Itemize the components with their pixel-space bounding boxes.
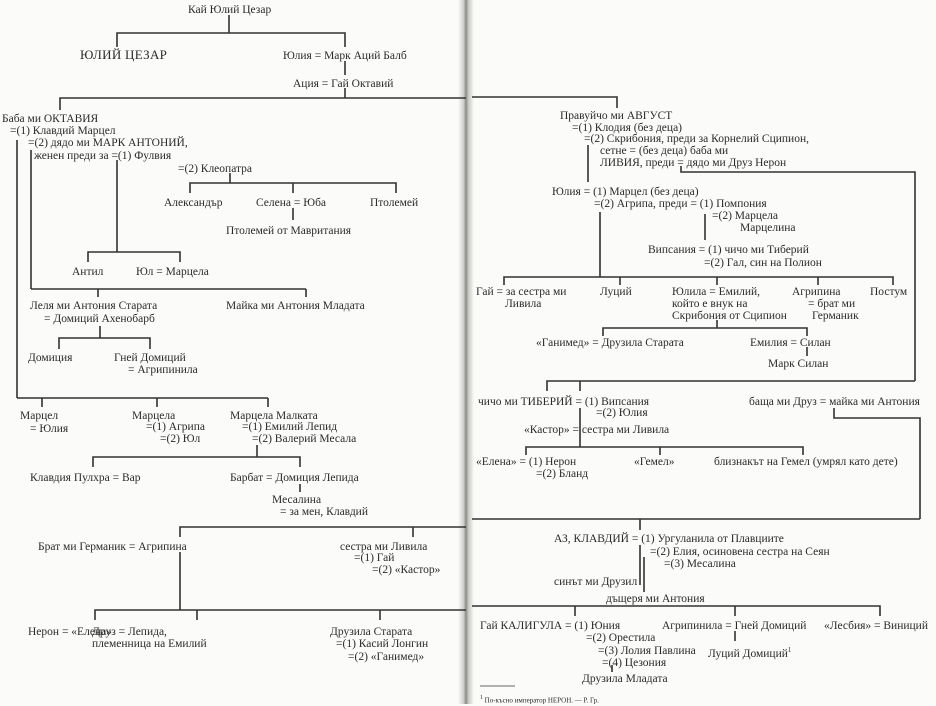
- node-livia-note: сетне = (без деца) баба ми: [600, 145, 729, 157]
- node-lucius: Луций: [600, 286, 632, 298]
- node-helen-nero: «Елена» = (1) Нерон: [476, 456, 577, 468]
- node-messalina-claudius: = за мен, Клавдий: [280, 506, 368, 518]
- node-claudia-pulchra: Клавдия Пулхра = Вар: [30, 472, 141, 484]
- node-valerius-messala: =(2) Валерий Месала: [252, 433, 357, 445]
- node-gemellus-twin: близнакът на Гемел (умрял като дете): [714, 456, 898, 468]
- node-helen-blandus: =(2) Бланд: [536, 468, 589, 480]
- node-ahenobarbus: = Домиций Ахенобарб: [44, 313, 155, 325]
- node-drusus-antonia: баща ми Друз = майка ми Антония: [749, 396, 920, 408]
- node-claudia-antonia: дъщеря ми Антония: [606, 593, 705, 605]
- node-aelia: =(2) Елия, осиновена сестра на Сеян: [650, 546, 830, 558]
- node-drusilla-ganymede: =(2) «Ганимед»: [348, 651, 425, 663]
- footnote-mark: 1: [480, 695, 483, 701]
- node-gaius-caesar: Гай = за сестра ми: [476, 286, 567, 298]
- node-marcella-minor: Марцела Малката: [230, 410, 318, 422]
- node-julilla-note-2: Скрибония от Сципион: [672, 310, 787, 322]
- node-claudius: АЗ, КЛАВДИЙ = (1) Ургуланила от Плавциит…: [554, 533, 784, 545]
- node-claudius-messalina: =(3) Месалина: [664, 558, 736, 570]
- node-germanicus: Брат ми Германик = Агрипина: [38, 541, 187, 553]
- node-agrippina-germanicus: Германик: [812, 310, 859, 322]
- book-gutter: [458, 0, 474, 704]
- node-vipsania: Випсания = (1) чичо ми Тиберий: [648, 244, 809, 256]
- node-livilla: сестра ми Ливила: [340, 541, 428, 553]
- node-livia: ЛИВИЯ, преди = дядо ми Друз Нерон: [600, 157, 787, 169]
- node-ptolemy: Птолемей: [370, 197, 419, 209]
- node-gemellus: «Гемел»: [634, 456, 675, 468]
- node-gnaeus-domitius: Гней Домиций: [114, 352, 186, 364]
- node-livilla-gaius: =(1) Гай: [354, 552, 395, 564]
- node-drusilla-elder: Друзила Старата: [330, 626, 413, 638]
- node-clodia: =(1) Клодия (без деца): [572, 122, 683, 134]
- node-barbatus: Барбат = Домиция Лепида: [230, 472, 359, 484]
- node-gallus: =(2) Гал, син на Полион: [704, 257, 822, 269]
- node-cleopatra: =(2) Клеопатра: [178, 163, 253, 175]
- node-aemilius-lepidus: =(1) Емилий Лепид: [242, 421, 338, 433]
- node-antyllus: Антил: [72, 266, 104, 278]
- node-alexander: Александър: [164, 197, 223, 209]
- lucius-domitius-label: Луций Домиций: [708, 647, 788, 660]
- node-antonia-minor: Майка ми Антония Младата: [226, 300, 365, 312]
- node-drusillus: синът ми Друзил: [554, 576, 638, 588]
- node-tiberius-julia: =(2) Юлия: [596, 407, 648, 419]
- node-lesbia-vinicius: «Лесбия» = Виниций: [824, 620, 928, 632]
- node-agrippa: =(2) Агрипа, преди = (1) Помпония: [594, 198, 767, 210]
- node-lollia-paulina: =(3) Лолия Павлина: [598, 645, 696, 657]
- node-atia-octavius: Ация = Гай Октавий: [293, 78, 394, 90]
- node-marcella: Марцела: [132, 410, 176, 422]
- node-marcus-silanus: Марк Силан: [768, 358, 829, 370]
- node-marcella-agrippa: =(1) Агрипа: [146, 421, 205, 433]
- node-agrippina: Агрипина: [792, 286, 841, 298]
- node-aemilia-silanus: Емилия = Силан: [750, 337, 831, 349]
- node-agrippina-spouse: = брат ми: [808, 298, 856, 310]
- node-tiberius: чичо ми ТИБЕРИЙ = (1) Випсания: [478, 396, 650, 408]
- node-antony-fulvia: женен преди за =(1) Фулвия: [34, 150, 172, 162]
- node-octavia-spouse-1: =(1) Клавдий Марцел: [10, 125, 116, 137]
- node-julilla-note-1: който е внук на: [672, 298, 748, 310]
- node-julia-elder: Юлия = (1) Марцел (без деца): [552, 186, 699, 198]
- node-julius-caesar: ЮЛИЙ ЦЕЗАР: [80, 47, 168, 62]
- node-lucius-domitius: Луций Домиций1: [708, 644, 791, 660]
- node-ptolemy-mauretania: Птолемей от Мавритания: [226, 225, 352, 237]
- node-orestilla: =(2) Орестила: [586, 632, 656, 644]
- node-marcellus-julia: = Юлия: [30, 423, 69, 435]
- node-julia-balbus: Юлия = Марк Аций Балб: [283, 50, 407, 62]
- node-marcellina: Марцелина: [740, 222, 796, 234]
- node-octavia: Баба ми ОКТАВИЯ: [2, 113, 99, 125]
- node-antonia-major: Леля ми Антония Старата: [30, 300, 158, 312]
- node-lepida-note: племенница на Емилий: [92, 638, 207, 650]
- node-caligula: Гай КАЛИГУЛА = (1) Юния: [480, 620, 621, 632]
- footnote-text: По-късно император НЕРОН. — Р. Гр.: [484, 696, 599, 705]
- node-selena-juba: Селена = Юба: [256, 197, 327, 209]
- node-iullus-marcella: Юл = Марцела: [136, 266, 209, 278]
- node-mark-antony: =(2) дядо ми МАРК АНТОНИЙ,: [28, 137, 188, 149]
- node-ganymede-drusilla: «Ганимед» = Друзила Старата: [536, 337, 684, 349]
- node-agrippinilla-spouse: = Агрипинила: [128, 364, 198, 376]
- node-drusus-lepida: Друз = Лепида,: [92, 626, 167, 638]
- node-livilla-castor: =(2) «Кастор»: [372, 564, 441, 576]
- node-gaius-livilla: Ливила: [505, 298, 542, 310]
- node-marcella-iullus: =(2) Юл: [160, 433, 201, 445]
- node-augustus: Правуйчо ми АВГУСТ: [560, 110, 673, 122]
- node-caesonia: =(4) Цезония: [602, 657, 667, 669]
- node-nero-helen: Нерон = «Елена»: [28, 626, 112, 638]
- node-julilla: Юлила = Емилий,: [672, 286, 761, 298]
- node-domitia: Домиция: [28, 352, 73, 364]
- node-cassius-longinus: =(1) Касий Лонгин: [336, 638, 429, 650]
- node-marcellus: Марцел: [20, 410, 59, 422]
- node-agrippa-marcella: =(2) Марцела: [712, 210, 778, 222]
- node-scribonia: =(2) Скрибония, преди за Корнелий Сципио…: [584, 133, 809, 145]
- node-messalina: Месалина: [272, 494, 322, 506]
- node-kai-julius-caesar: Кай Юлий Цезар: [188, 4, 272, 16]
- node-agrippinilla: Агрипинила = Гней Домиций: [662, 620, 807, 632]
- node-castor-livilla: «Кастор» = сестра ми Ливила: [524, 424, 670, 436]
- footnote-ref: 1: [787, 646, 792, 654]
- node-drusilla-younger: Друзила Младата: [582, 673, 668, 685]
- footnote: 1 По-късно император НЕРОН. — Р. Гр.: [480, 692, 599, 706]
- node-postumus: Постум: [870, 286, 908, 298]
